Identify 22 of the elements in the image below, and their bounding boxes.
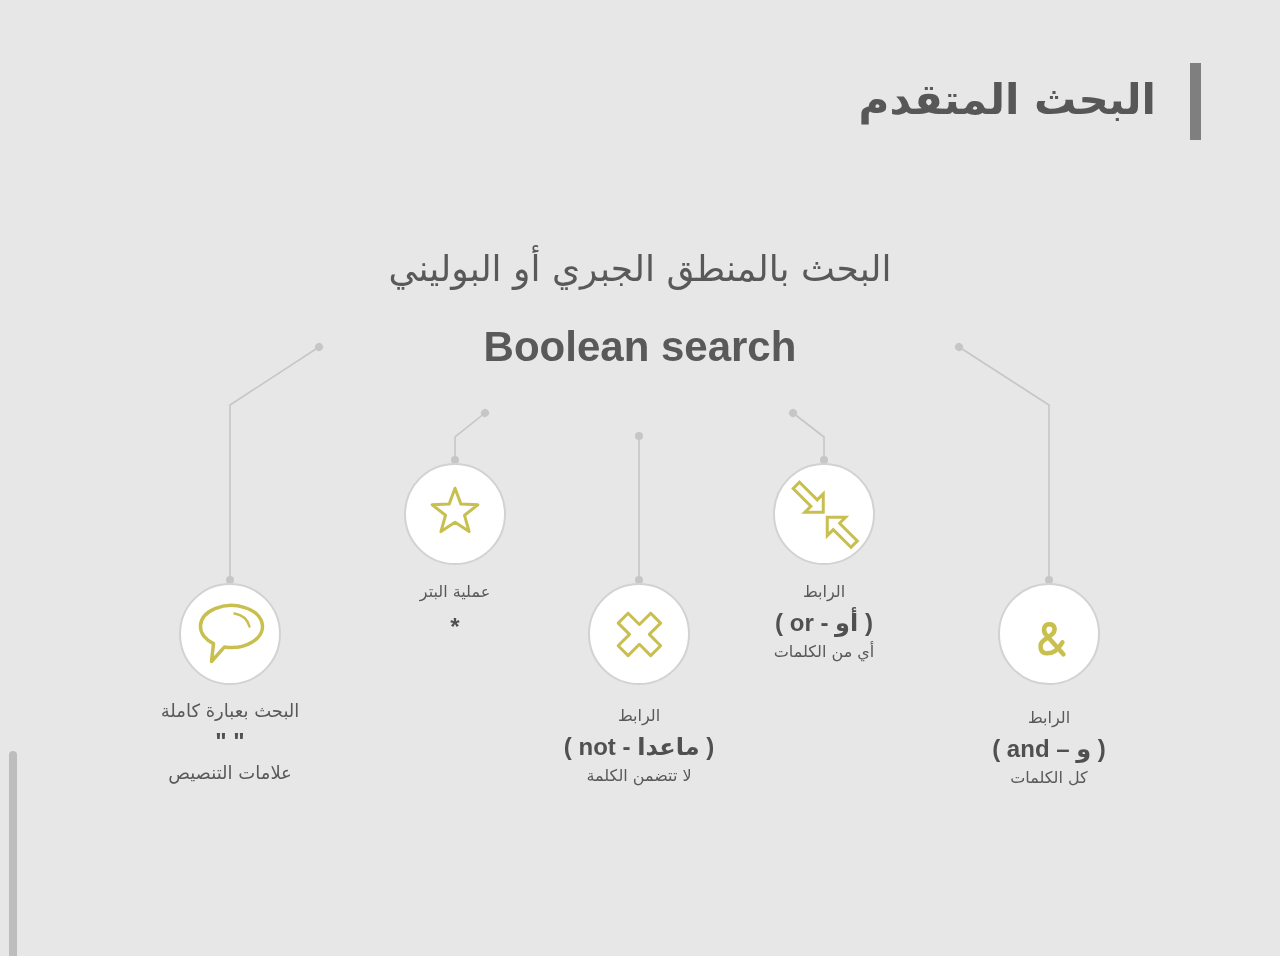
connector-line [451, 409, 489, 464]
connector-line [955, 343, 1053, 584]
connector-line [226, 343, 323, 584]
caption-text: علامات التنصيص [168, 761, 292, 785]
caption-text: الرابط [802, 582, 846, 602]
operator-text: ( و – and ) [992, 734, 1106, 764]
caption-text: أي من الكلمات [773, 642, 875, 662]
caption-text: الرابط [1027, 708, 1071, 728]
subtitle-text: Boolean search [483, 321, 797, 372]
operator-text: ( أو - or ) [775, 608, 873, 638]
caption-text: البحث بعبارة كاملة [160, 699, 300, 723]
slide-title: البحث المتقدم [858, 73, 1156, 127]
operator-text: ( ماعدا - not ) [563, 732, 715, 762]
caption-text: الرابط [617, 706, 661, 726]
caption-text: عملية البتر [419, 582, 491, 602]
connector-line [789, 409, 828, 464]
caption-text: كل الكلمات [1010, 768, 1088, 788]
operator-text: * [450, 612, 460, 642]
caption-text: لا تتضمن الكلمة [586, 766, 692, 786]
connector-line [635, 432, 643, 584]
operator-text: " " [215, 727, 245, 757]
subtitle-text: البحث بالمنطق الجبري أو البوليني [388, 245, 892, 291]
